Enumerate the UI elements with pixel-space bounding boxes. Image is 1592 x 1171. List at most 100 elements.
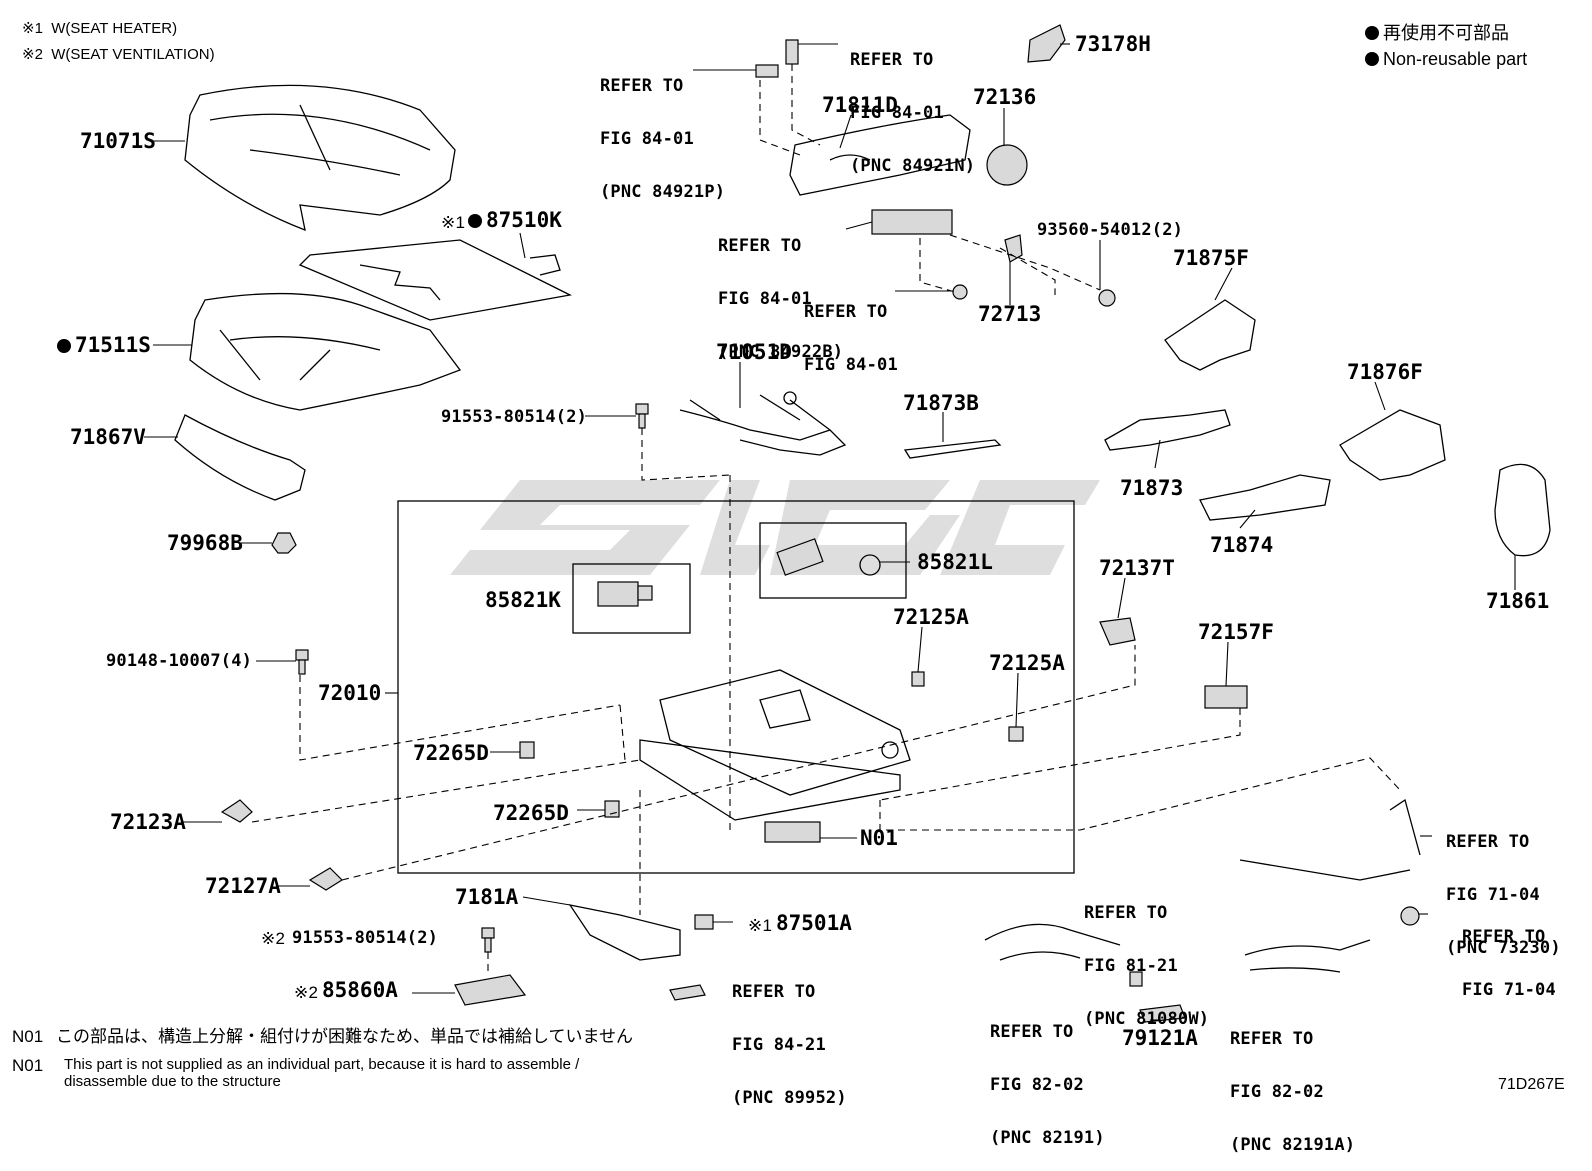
- part-label-79968B[interactable]: 79968B: [167, 531, 243, 555]
- part-label-91553-80514-bottom[interactable]: 91553-80514(2): [292, 928, 439, 948]
- refer-line: (PNC 84921P): [600, 182, 726, 202]
- refer-82191[interactable]: REFER TO FIG 82-02 (PNC 82191): [990, 990, 1105, 1164]
- part-label-93560-54012[interactable]: 93560-54012(2): [1037, 220, 1184, 240]
- bullet-icon: [1365, 26, 1379, 40]
- refer-line: FIG 82-02: [1230, 1082, 1324, 1102]
- clip-72123A: [220, 799, 253, 823]
- bolt-91553-bottom: [481, 927, 495, 953]
- footer-n01-label-jp: N01: [12, 1027, 44, 1046]
- refer-line: FIG 82-02: [990, 1075, 1084, 1095]
- part-label-71071S[interactable]: 71071S: [80, 129, 156, 153]
- non-reusable-icon: [57, 339, 71, 353]
- refer-line: REFER TO: [1230, 1029, 1314, 1049]
- part-label-71511S[interactable]: 71511S: [57, 335, 151, 356]
- refer-71-04[interactable]: REFER TO FIG 71-04: [1462, 895, 1556, 1016]
- mark-91553-bottom: ※2: [261, 929, 286, 948]
- refer-line: REFER TO: [804, 302, 888, 322]
- part-label-7181A[interactable]: 7181A: [455, 885, 519, 909]
- part-label-72123A[interactable]: 72123A: [110, 810, 186, 834]
- refer-82191A[interactable]: REFER TO FIG 82-02 (PNC 82191A): [1230, 997, 1355, 1171]
- refer-line: (PNC 73230): [1446, 938, 1561, 958]
- cover-71873: [1104, 409, 1231, 451]
- refer-89952[interactable]: REFER TO FIG 84-21 (PNC 89952): [732, 950, 847, 1124]
- leader-lines: [144, 43, 1516, 1021]
- part-label-87501A[interactable]: 87501A: [776, 911, 852, 935]
- footer-n01-en-line1: This part is not supplied as an individu…: [64, 1056, 580, 1073]
- side-shield-71811D: [789, 114, 971, 196]
- clip-84921N: [785, 39, 799, 65]
- bolt-91553-top: [635, 403, 649, 429]
- part-label-87510K[interactable]: 87510K: [468, 210, 562, 231]
- connector-87501A: [694, 914, 714, 930]
- clip-72125A-2: [1008, 726, 1024, 742]
- seat-cover-71071S: [184, 84, 456, 232]
- part-label-71873B[interactable]: 71873B: [903, 391, 979, 415]
- part-label-72125A-2[interactable]: 72125A: [989, 651, 1065, 675]
- refer-73230[interactable]: REFER TO FIG 71-04 (PNC 73230): [1446, 800, 1561, 974]
- refer-line: FIG 84-21: [732, 1035, 826, 1055]
- part-label-72136[interactable]: 72136: [973, 85, 1037, 109]
- dashed-connection-lines: [251, 64, 1401, 975]
- part-label-71874[interactable]: 71874: [1210, 533, 1274, 557]
- cover-71876F: [1339, 409, 1446, 481]
- figure-code: 71D267E: [1498, 1076, 1565, 1093]
- legend-jp: 再使用不可部品: [1365, 24, 1509, 42]
- part-label-85821K[interactable]: 85821K: [485, 588, 561, 612]
- part-label-73178H[interactable]: 73178H: [1075, 32, 1151, 56]
- note-seat-heater: ※1 W(SEAT HEATER): [22, 20, 178, 37]
- motor-N01: [764, 821, 821, 843]
- footer-n01-jp: この部品は、構造上分解・組付けが困難なため、単品では補給していません: [56, 1027, 633, 1046]
- part-label-71051D[interactable]: 71051D: [716, 340, 792, 364]
- switch-84922B: [871, 209, 953, 235]
- refer-line: FIG 84-01: [600, 129, 694, 149]
- trim-71867V: [174, 414, 306, 501]
- refer-line: REFER TO: [718, 236, 802, 256]
- refer-line: REFER TO: [732, 982, 816, 1002]
- clip-84921P: [755, 64, 779, 78]
- part-label-85821L[interactable]: 85821L: [917, 550, 993, 574]
- part-label-N01[interactable]: N01: [860, 826, 898, 850]
- motor-85821K-box: [572, 563, 691, 634]
- part-label-91553-80514-top[interactable]: 91553-80514(2): [441, 407, 588, 427]
- refer-84921N[interactable]: REFER TO FIG 84-01 (PNC 84921N): [850, 18, 975, 192]
- harness-82191: [984, 923, 1121, 961]
- spring-assembly-71051D: [679, 391, 847, 456]
- part-label-72265D-1[interactable]: 72265D: [413, 741, 489, 765]
- part-label-72137T[interactable]: 72137T: [1099, 556, 1175, 580]
- part-label-90148-10007[interactable]: 90148-10007(4): [106, 651, 253, 671]
- seat-frame-assembly-box: [397, 500, 1075, 874]
- bullet-icon: [1365, 52, 1379, 66]
- part-label-71811D[interactable]: 71811D: [822, 93, 898, 117]
- part-label-71867V[interactable]: 71867V: [70, 425, 146, 449]
- screw-93560: [1098, 289, 1116, 307]
- part-label-72127A[interactable]: 72127A: [205, 874, 281, 898]
- part-label-72713[interactable]: 72713: [978, 302, 1042, 326]
- cover-72137T: [1099, 617, 1136, 646]
- part-label-79121A[interactable]: 79121A: [1122, 1026, 1198, 1050]
- part-label-85860A[interactable]: 85860A: [322, 978, 398, 1002]
- refer-line: REFER TO: [1084, 903, 1168, 923]
- part-label-72265D-2[interactable]: 72265D: [493, 801, 569, 825]
- refer-line: (PNC 82191A): [1230, 1135, 1356, 1155]
- clip-72125A-1: [911, 671, 925, 687]
- part-label-72125A-1[interactable]: 72125A: [893, 605, 969, 629]
- cover-73178H: [1027, 24, 1066, 63]
- part-label-71861[interactable]: 71861: [1486, 589, 1550, 613]
- refer-81080W[interactable]: REFER TO FIG 81-21 (PNC 81080W): [1084, 871, 1209, 1045]
- part-label-71875F[interactable]: 71875F: [1173, 246, 1249, 270]
- refer-line: REFER TO: [1462, 927, 1546, 947]
- refer-line: REFER TO: [1446, 832, 1530, 852]
- part-label-71876F[interactable]: 71876F: [1347, 360, 1423, 384]
- refer-84922B[interactable]: REFER TO FIG 84-01 (PNC 84922B): [718, 204, 843, 378]
- mark-87501A: ※1: [748, 916, 773, 935]
- refer-84921P[interactable]: REFER TO FIG 84-01 (PNC 84921P): [600, 44, 725, 218]
- refer-84-01-screw[interactable]: REFER TO FIG 84-01: [804, 270, 898, 391]
- refer-line: (PNC 84921N): [850, 156, 976, 176]
- part-label-72010[interactable]: 72010: [318, 681, 382, 705]
- part-label-71873[interactable]: 71873: [1120, 476, 1184, 500]
- motor-85821K: [597, 581, 653, 607]
- refer-line: FIG 84-01: [850, 103, 944, 123]
- part-label-72157F[interactable]: 72157F: [1198, 620, 1274, 644]
- seat-pad-71511S: [189, 292, 462, 411]
- rod-71873B: [903, 439, 1002, 459]
